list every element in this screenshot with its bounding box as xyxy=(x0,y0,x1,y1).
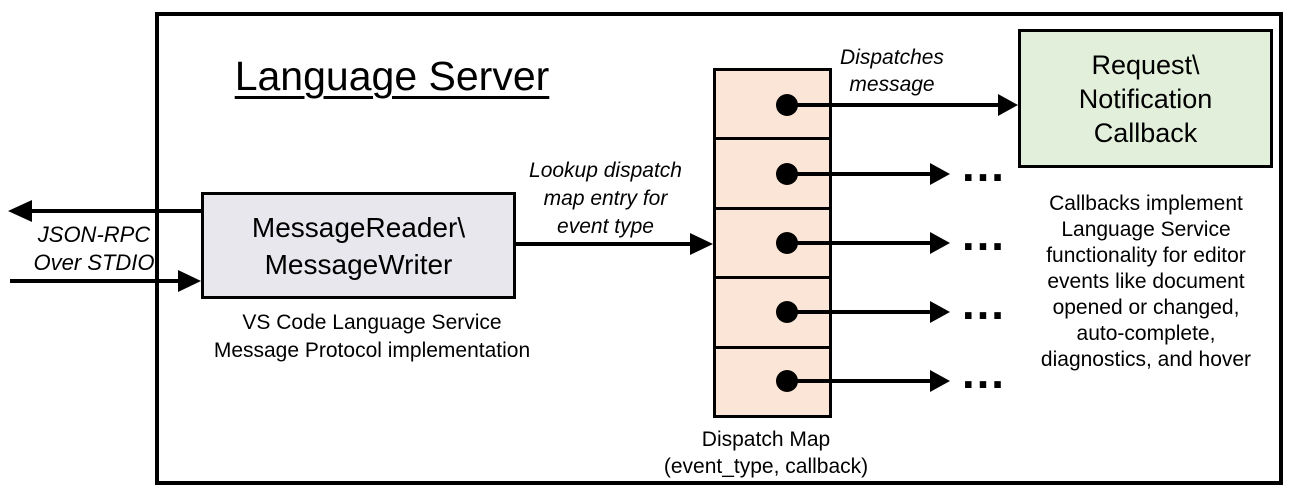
ellipsis-row-2: … xyxy=(960,139,1006,191)
dispatch-map xyxy=(713,68,832,418)
ellipsis-row-3: … xyxy=(960,208,1006,260)
dispatch-map-cell xyxy=(716,345,829,415)
dispatch-map-cell xyxy=(716,206,829,276)
json-rpc-stdio-label: JSON-RPC Over STDIO xyxy=(33,222,155,275)
callback-note-text: Callbacks implement Language Service fun… xyxy=(1040,192,1252,371)
dispatch-map-caption: Dispatch Map (event_type, callback) xyxy=(663,428,869,478)
lookup-dispatch-label: Lookup dispatch map entry for event type xyxy=(529,159,682,238)
ellipsis-row-5: … xyxy=(960,346,1006,398)
message-box-caption: VS Code Language Service Message Protoco… xyxy=(213,311,531,362)
dispatch-map-cell xyxy=(716,71,829,137)
callback-box-label: Request\ Notification Callback xyxy=(1078,49,1213,148)
request-notification-callback-box: Request\ Notification Callback xyxy=(1018,29,1273,168)
dispatch-map-cell xyxy=(716,276,829,345)
message-reader-writer-label: MessageReader\ MessageWriter xyxy=(251,211,466,280)
ellipsis-row-4: … xyxy=(960,277,1006,329)
message-reader-writer-box: MessageReader\ MessageWriter xyxy=(201,192,516,299)
dispatch-map-cell xyxy=(716,137,829,206)
dispatches-message-label: Dispatches message xyxy=(840,46,944,96)
diagram-title: Language Server xyxy=(234,53,550,99)
